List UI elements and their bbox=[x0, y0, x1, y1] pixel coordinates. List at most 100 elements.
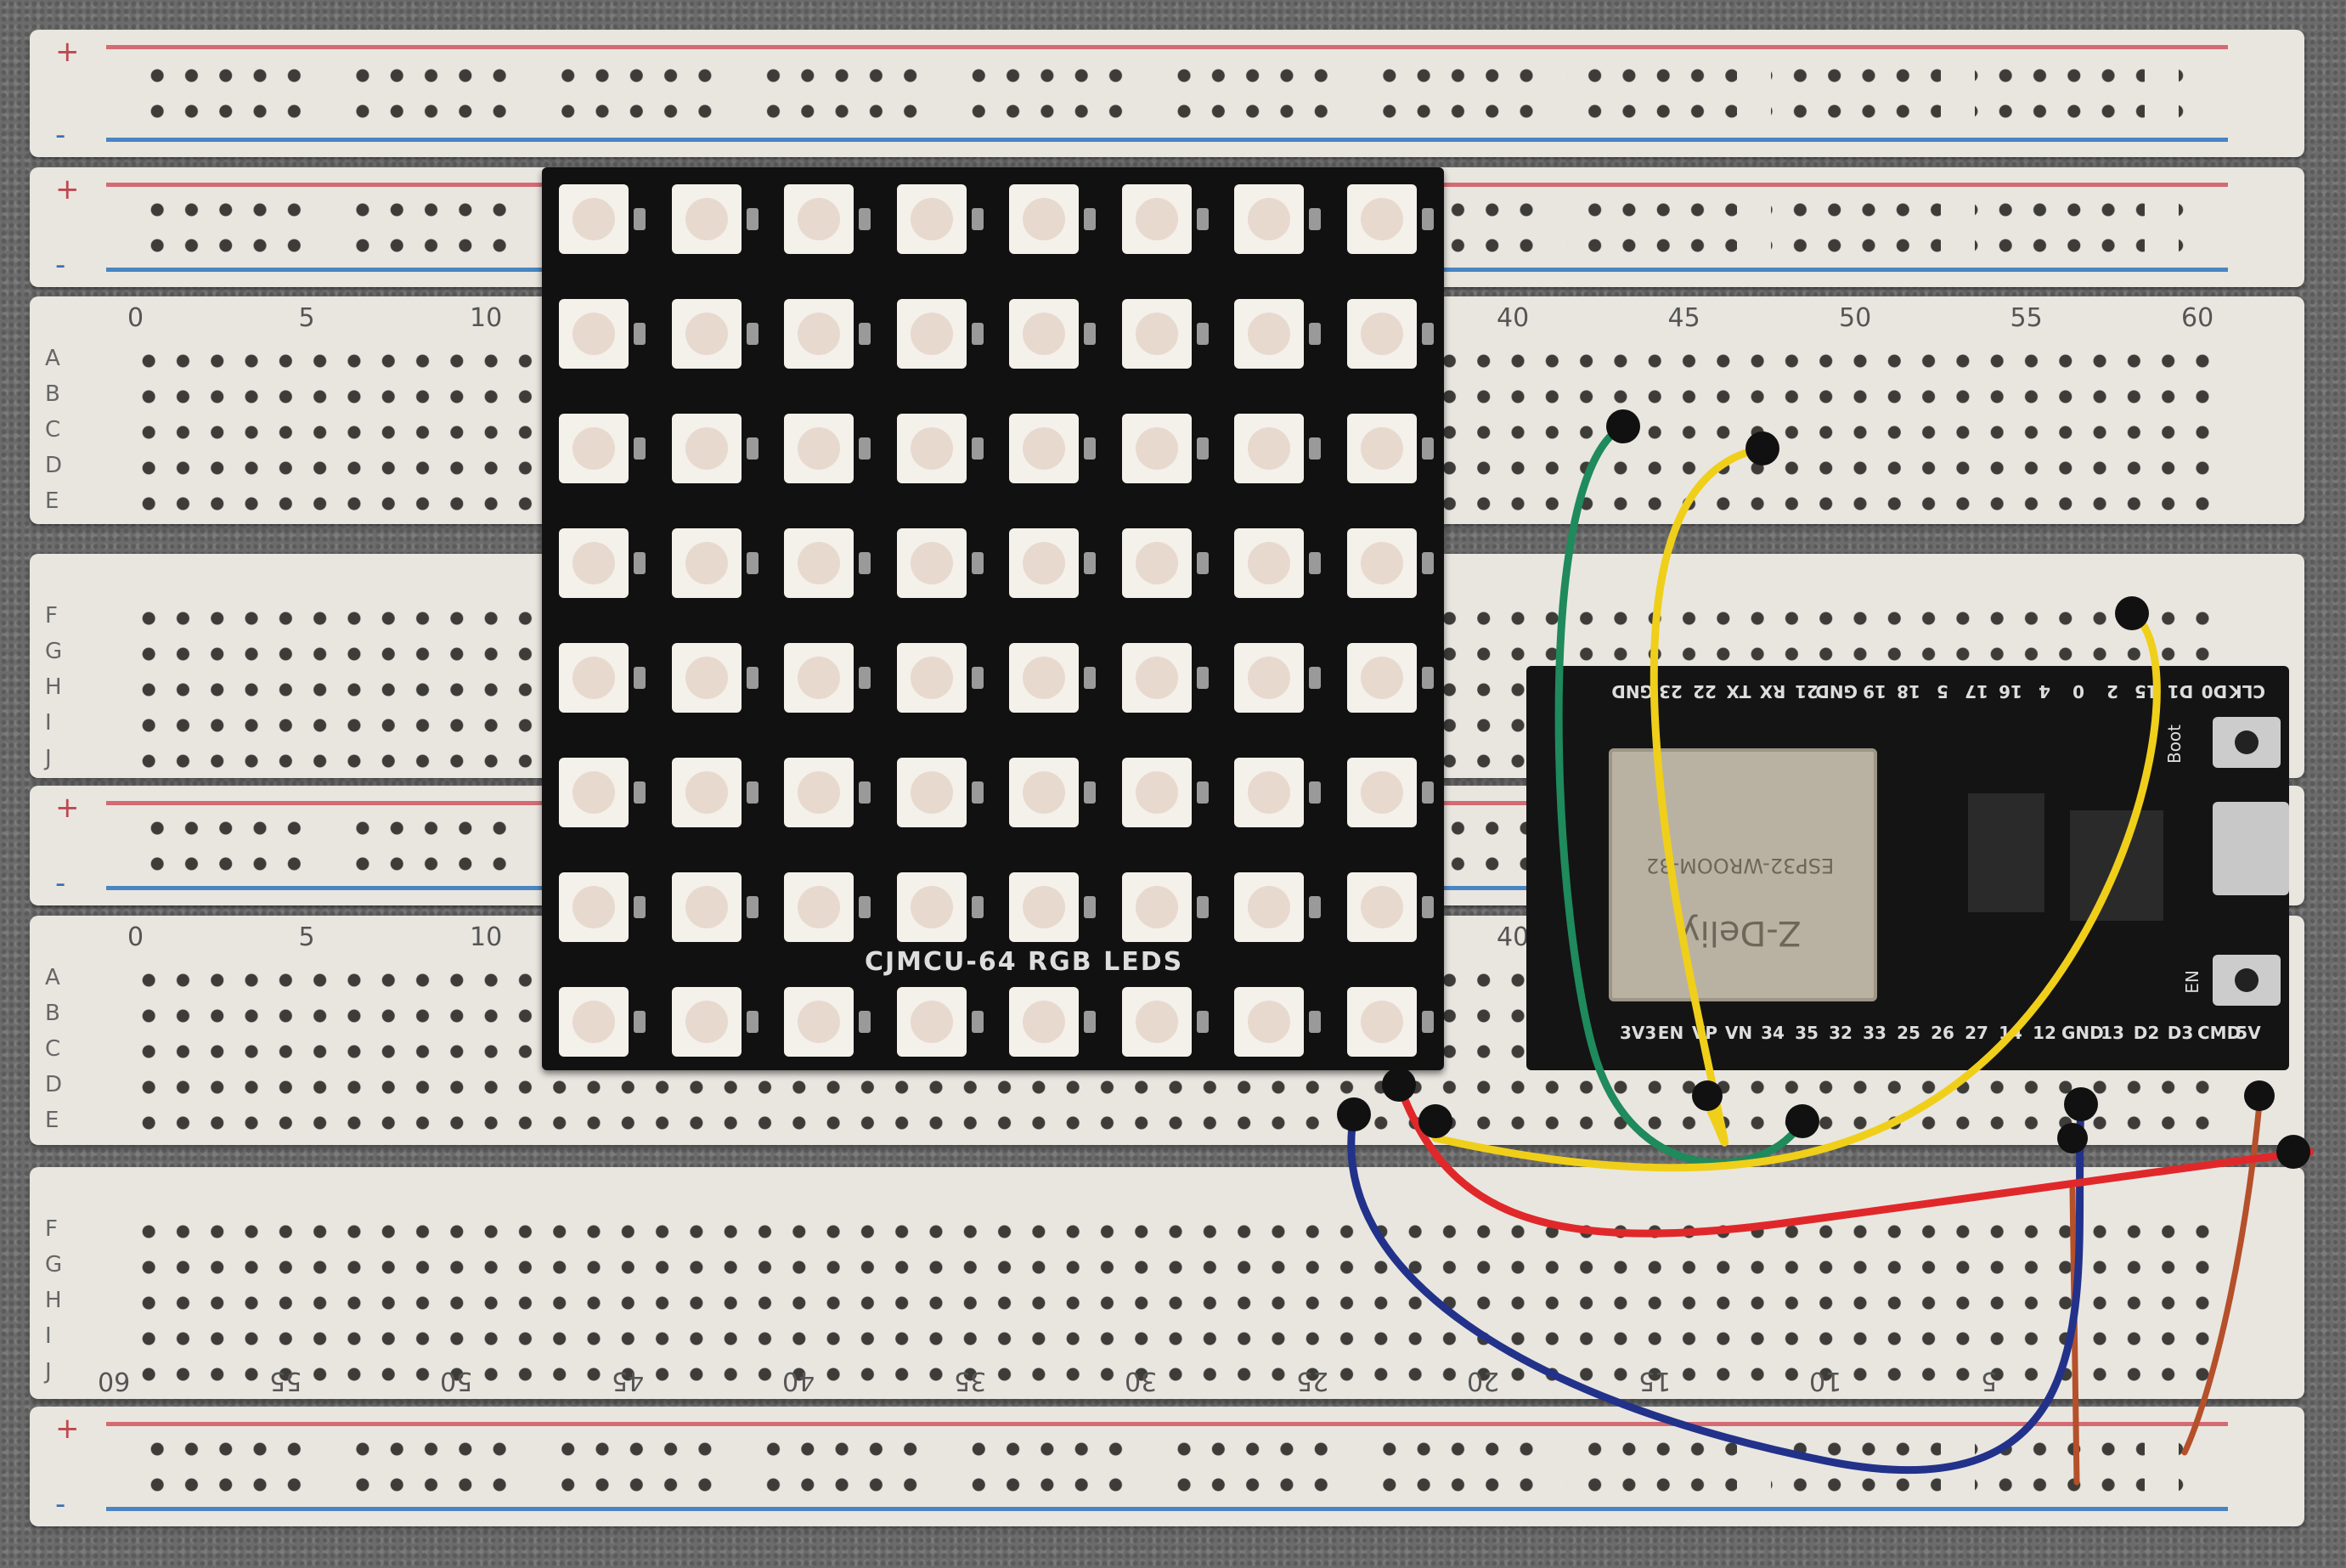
rgb-led bbox=[559, 184, 629, 254]
column-number: 40 bbox=[1497, 922, 1530, 952]
power-rail: +- bbox=[30, 1407, 2304, 1526]
row-letter: H bbox=[45, 1288, 62, 1313]
boot-button[interactable] bbox=[2213, 717, 2281, 768]
smd-capacitor bbox=[634, 323, 646, 345]
column-number: 10 bbox=[470, 303, 503, 333]
rgb-led bbox=[671, 872, 742, 942]
column-number: 5 bbox=[298, 303, 315, 333]
rgb-led bbox=[1234, 414, 1304, 483]
rgb-led bbox=[896, 414, 967, 483]
rail-plus-sign: + bbox=[55, 172, 80, 206]
smd-capacitor bbox=[1309, 323, 1321, 345]
smd-capacitor bbox=[1309, 552, 1321, 574]
row-letter: B bbox=[45, 1001, 60, 1026]
terminal-holes[interactable] bbox=[132, 1214, 2211, 1392]
rgb-led bbox=[1009, 528, 1079, 598]
column-number: 60 bbox=[2181, 303, 2214, 333]
column-number: 10 bbox=[470, 922, 503, 952]
row-letter: F bbox=[45, 1216, 58, 1242]
smd-capacitor bbox=[859, 1011, 871, 1033]
row-letter: D bbox=[45, 1072, 63, 1097]
smd-capacitor bbox=[1309, 1011, 1321, 1033]
rgb-led bbox=[784, 758, 854, 827]
rgb-led bbox=[784, 528, 854, 598]
wire-yellow-1[interactable] bbox=[1650, 444, 1767, 1147]
wire-brown-1[interactable] bbox=[2069, 1186, 2080, 1486]
row-letter: C bbox=[45, 1036, 61, 1062]
rgb-led bbox=[671, 758, 742, 827]
pin-label: 27 bbox=[1965, 1023, 1988, 1043]
smd-capacitor bbox=[971, 208, 984, 230]
smd-capacitor bbox=[1309, 208, 1321, 230]
smd-capacitor bbox=[859, 781, 871, 804]
rgb-led bbox=[1121, 299, 1192, 369]
wire-red[interactable] bbox=[1395, 1080, 2315, 1238]
rgb-led bbox=[1346, 414, 1417, 483]
pin-label: 12 bbox=[2033, 1023, 2056, 1043]
smd-capacitor bbox=[971, 896, 984, 918]
smd-capacitor bbox=[1196, 667, 1209, 689]
rgb-led bbox=[1234, 528, 1304, 598]
smd-capacitor bbox=[1421, 323, 1434, 345]
smd-capacitor bbox=[971, 667, 984, 689]
rgb-led bbox=[1234, 872, 1304, 942]
pin-label: 13 bbox=[2101, 1023, 2124, 1043]
rgb-led bbox=[1121, 528, 1192, 598]
rail-minus-sign: - bbox=[55, 1487, 66, 1521]
smd-capacitor bbox=[634, 896, 646, 918]
wire-green[interactable] bbox=[1554, 422, 1807, 1167]
micro-usb-port[interactable] bbox=[2213, 802, 2289, 895]
rail-line-negative bbox=[106, 1507, 2228, 1511]
column-number: 5 bbox=[298, 922, 315, 952]
smd-capacitor bbox=[971, 437, 984, 460]
row-letter: D bbox=[45, 453, 63, 478]
smd-capacitor bbox=[746, 781, 759, 804]
smd-capacitor bbox=[971, 1011, 984, 1033]
rgb-led bbox=[1346, 758, 1417, 827]
smd-capacitor bbox=[859, 896, 871, 918]
smd-capacitor bbox=[634, 667, 646, 689]
wire-blue[interactable] bbox=[1347, 1100, 2085, 1475]
pin-label: 34 bbox=[1761, 1023, 1785, 1043]
smd-capacitor bbox=[1084, 667, 1096, 689]
pin-label: D2 bbox=[2133, 1023, 2160, 1043]
rgb-led bbox=[1009, 184, 1079, 254]
wire-yellow-2[interactable] bbox=[1431, 609, 2161, 1172]
rgb-led bbox=[784, 299, 854, 369]
matrix-label: CJMCU-64 RGB LEDS bbox=[865, 947, 1184, 977]
rail-holes[interactable] bbox=[140, 58, 2194, 129]
wire-brown-2[interactable] bbox=[2181, 1101, 2263, 1456]
rail-minus-sign: - bbox=[55, 866, 66, 900]
smd-capacitor bbox=[634, 437, 646, 460]
rgb-led bbox=[671, 184, 742, 254]
rgb-led bbox=[896, 299, 967, 369]
pin-label: 35 bbox=[1795, 1023, 1819, 1043]
rgb-led bbox=[1009, 987, 1079, 1057]
smd-capacitor bbox=[859, 437, 871, 460]
row-letter: F bbox=[45, 603, 58, 629]
smd-capacitor bbox=[1421, 208, 1434, 230]
smd-capacitor bbox=[1084, 437, 1096, 460]
rail-minus-sign: - bbox=[55, 248, 66, 282]
column-number: 50 bbox=[1839, 303, 1872, 333]
column-number: 45 bbox=[1667, 303, 1700, 333]
rgb-led bbox=[671, 987, 742, 1057]
smd-capacitor bbox=[1309, 667, 1321, 689]
en-button[interactable] bbox=[2213, 955, 2281, 1006]
rgb-led bbox=[784, 184, 854, 254]
smd-capacitor bbox=[1196, 781, 1209, 804]
smd-capacitor bbox=[859, 208, 871, 230]
smd-capacitor bbox=[1196, 323, 1209, 345]
rail-plus-sign: + bbox=[55, 791, 80, 825]
pin-label: D3 bbox=[2167, 1023, 2194, 1043]
row-letter: E bbox=[45, 488, 59, 514]
smd-capacitor bbox=[1309, 437, 1321, 460]
esp32-module-shield: ESP32-WROOM-32 Z-Deliy bbox=[1609, 748, 1877, 1001]
smd-capacitor bbox=[634, 781, 646, 804]
pin-label: 3V3 bbox=[1620, 1023, 1657, 1043]
pin-label: 33 bbox=[1863, 1023, 1886, 1043]
smd-capacitor bbox=[1084, 781, 1096, 804]
smd-capacitor bbox=[971, 552, 984, 574]
